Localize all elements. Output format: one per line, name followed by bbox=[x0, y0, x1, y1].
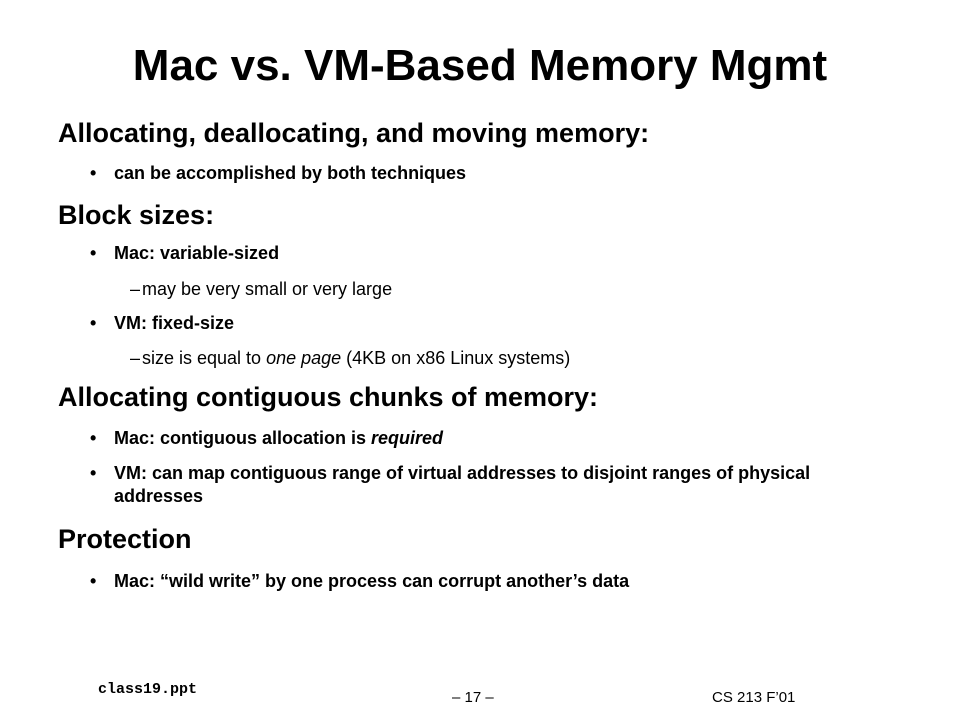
bullet-vm-map-ranges: • VM: can map contiguous range of virtua… bbox=[90, 462, 860, 508]
bullet-dot: • bbox=[90, 243, 97, 263]
bullet-dot: • bbox=[90, 571, 97, 591]
bullet-text: can be accomplished by both techniques bbox=[114, 163, 467, 183]
bullet-wild-write: • Mac: “wild write” by one process can c… bbox=[90, 570, 890, 593]
sub-text-b: (4KB on x86 Linux systems) bbox=[341, 348, 571, 368]
bullet-vm-fixed: • VM: fixed-size bbox=[90, 312, 890, 335]
bullet-text: Mac: variable-sized bbox=[114, 243, 280, 263]
sub-text-a: size is equal to bbox=[142, 348, 267, 368]
sub-dash: – bbox=[130, 348, 141, 368]
subbullet-page-size: –size is equal to one page (4KB on x86 L… bbox=[130, 347, 570, 370]
bullet-dot: • bbox=[90, 313, 97, 333]
sub-text-emphasis: one page bbox=[266, 348, 342, 368]
bullet-text: Mac: contiguous allocation is required bbox=[114, 427, 890, 450]
heading-contiguous-chunks: Allocating contiguous chunks of memory: bbox=[58, 382, 599, 412]
footer-page-number: – 17 – bbox=[452, 689, 494, 706]
footer-filename: class19.ppt bbox=[98, 681, 198, 698]
bullet-text: Mac: “wild write” by one process can cor… bbox=[114, 571, 630, 591]
bullet-dot: • bbox=[90, 428, 97, 448]
footer-course-label: CS 213 F’01 bbox=[712, 689, 796, 706]
sub-dash: – bbox=[130, 279, 141, 299]
bullet-text: VM: can map contiguous range of virtual … bbox=[114, 463, 811, 506]
bullet-text-emphasis: required bbox=[371, 428, 444, 448]
bullet-dot: • bbox=[90, 163, 97, 183]
slide-title: Mac vs. VM-Based Memory Mgmt bbox=[132, 41, 828, 90]
bullet-both-techniques: • can be accomplished by both techniques bbox=[90, 162, 890, 185]
bullet-text: VM: fixed-size bbox=[114, 313, 235, 333]
bullet-mac-contiguous: • Mac: contiguous allocation is required bbox=[90, 427, 890, 450]
bullet-dot: • bbox=[90, 463, 97, 483]
bullet-mac-variable: • Mac: variable-sized bbox=[90, 242, 890, 265]
subbullet-small-large: –may be very small or very large bbox=[130, 278, 392, 301]
heading-block-sizes: Block sizes: bbox=[58, 200, 215, 230]
heading-allocating-moving: Allocating, deallocating, and moving mem… bbox=[58, 118, 650, 148]
sub-text: may be very small or very large bbox=[142, 279, 393, 299]
bullet-text-a: Mac: contiguous allocation is bbox=[114, 428, 372, 448]
heading-protection: Protection bbox=[58, 524, 192, 554]
